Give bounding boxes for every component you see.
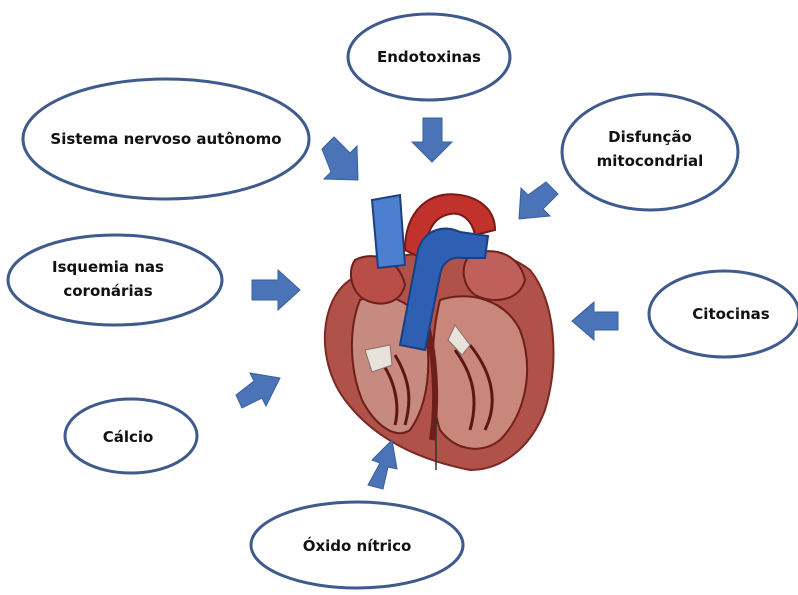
label-citocinas: Citocinas [692, 305, 769, 323]
factor-isquemia: Isquemia nas coronárias [8, 235, 222, 325]
factor-calcio: Cálcio [65, 399, 197, 473]
label-sistema-nervoso: Sistema nervoso autônomo [50, 130, 281, 148]
arrow-from-citocinas [572, 302, 618, 340]
factor-oxido: Óxido nítrico [251, 502, 463, 588]
arrow-from-oxido [368, 440, 397, 489]
oval-isquemia [8, 235, 222, 325]
label-disfuncao-line2: mitocondrial [597, 152, 704, 170]
label-disfuncao-line1: Disfunção [608, 128, 692, 146]
arrow-from-disfuncao [519, 182, 558, 219]
label-endotoxinas: Endotoxinas [377, 48, 481, 66]
factor-endotoxinas: Endotoxinas [348, 14, 510, 100]
factor-disfuncao: Disfunção mitocondrial [562, 94, 738, 210]
vena-cava-superior [372, 195, 405, 268]
label-isquemia-line1: Isquemia nas [52, 258, 164, 276]
label-isquemia-line2: coronárias [63, 282, 152, 300]
arrow-from-sistema-nervoso [322, 137, 358, 180]
heart-illustration [325, 194, 554, 470]
factor-sistema-nervoso: Sistema nervoso autônomo [23, 79, 309, 199]
arrow-from-isquemia [252, 270, 300, 310]
label-oxido: Óxido nítrico [303, 536, 412, 555]
arrow-from-calcio [236, 373, 280, 408]
arrow-from-endotoxinas [412, 118, 452, 162]
factor-citocinas: Citocinas [649, 271, 798, 357]
label-calcio: Cálcio [103, 428, 154, 446]
